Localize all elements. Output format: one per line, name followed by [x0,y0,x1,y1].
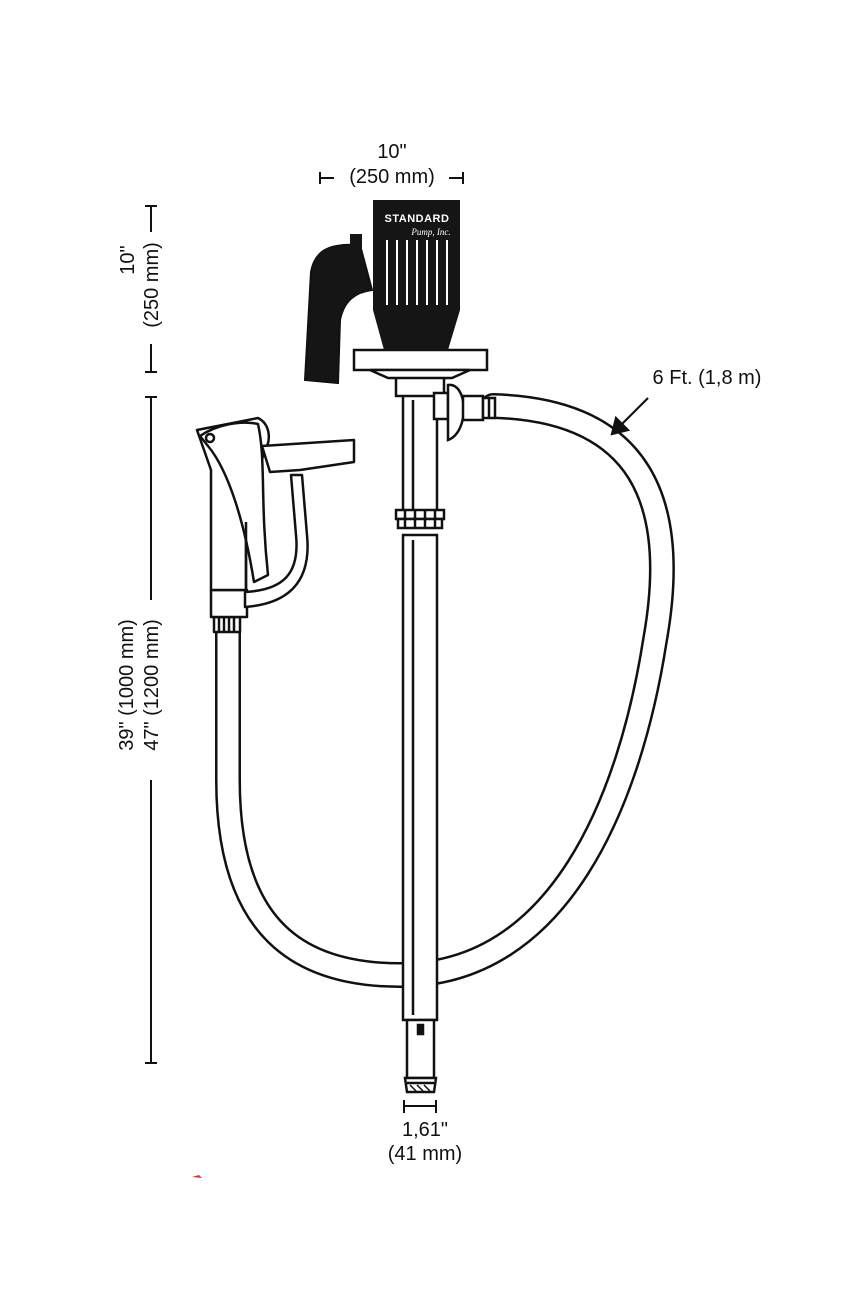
dimension-tube-length [145,396,157,1064]
dimension-tube-diameter [403,1100,437,1113]
outlet-valve [394,374,497,442]
motor-width-metric: (250 mm) [349,166,435,188]
motor-height-metric: (250 mm) [141,242,163,328]
tube-diameter-metric: (41 mm) [387,1143,463,1165]
svg-text:Pump, Inc.: Pump, Inc. [410,227,450,237]
dimension-motor-width [319,172,464,184]
tube-length-1200: 47" (1200 mm) [141,619,163,751]
tube-length-1000: 39" (1000 mm) [116,619,138,751]
foot-strainer-icon [409,1084,431,1092]
hose-length-label: 6 Ft. (1,8 m) [652,367,762,389]
svg-text:STANDARD: STANDARD [385,213,450,225]
red-mark [192,1175,202,1178]
motor [303,200,460,385]
hose-arrow-icon [610,397,649,436]
hose [215,393,675,989]
motor-height-imperial: 10" [117,245,139,275]
dimension-motor-height [145,205,157,373]
pump-tube [394,393,446,1094]
tube-diameter-imperial: 1,61" [401,1119,449,1141]
dispensing-nozzle [195,416,356,634]
motor-width-imperial: 10" [377,141,407,163]
brand-logo: STANDARD Pump, Inc. [385,213,451,237]
mounting-flange [352,348,489,380]
